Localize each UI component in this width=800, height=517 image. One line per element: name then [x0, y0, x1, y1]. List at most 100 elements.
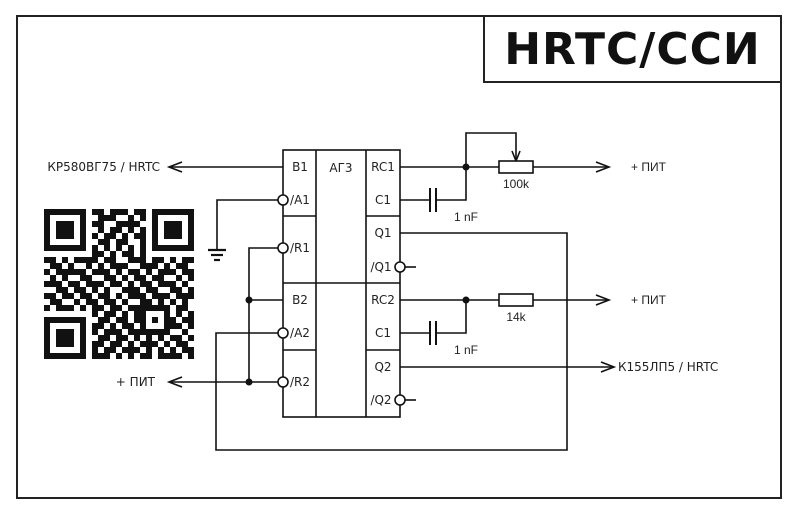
wire-a1-ground [208, 194, 289, 262]
qr-module [128, 353, 134, 359]
qr-module [98, 293, 104, 299]
qr-module [116, 335, 122, 341]
qr-module [176, 227, 182, 233]
label-pot-100k: 100k [503, 177, 530, 191]
qr-module [116, 293, 122, 299]
qr-module [176, 341, 182, 347]
qr-module [188, 227, 194, 233]
qr-module [188, 275, 194, 281]
qr-module [128, 281, 134, 287]
qr-module [182, 257, 188, 263]
qr-module [182, 263, 188, 269]
qr-module [134, 233, 140, 239]
qr-module [128, 257, 134, 263]
qr-module [98, 323, 104, 329]
qr-module [92, 233, 98, 239]
qr-module [140, 317, 146, 323]
qr-module [128, 305, 134, 311]
qr-module [110, 329, 116, 335]
qr-module [110, 341, 116, 347]
qr-module [152, 293, 158, 299]
label-r2-supply: + ПИТ [116, 375, 156, 389]
qr-module [176, 233, 182, 239]
qr-module [56, 233, 62, 239]
qr-module [98, 353, 104, 359]
qr-module [50, 299, 56, 305]
qr-module [92, 347, 98, 353]
qr-module [44, 329, 50, 335]
qr-module [170, 245, 176, 251]
qr-module [104, 311, 110, 317]
pin-rc1: RC1 [371, 160, 395, 174]
qr-module [98, 209, 104, 215]
qr-module [74, 245, 80, 251]
qr-module [56, 305, 62, 311]
qr-module [98, 335, 104, 341]
qr-module [152, 275, 158, 281]
qr-module [62, 305, 68, 311]
qr-module [152, 305, 158, 311]
qr-module [62, 209, 68, 215]
qr-module [116, 209, 122, 215]
qr-module [98, 221, 104, 227]
qr-module [140, 299, 146, 305]
qr-module [188, 269, 194, 275]
qr-module [74, 257, 80, 263]
qr-module [140, 251, 146, 257]
qr-module [80, 257, 86, 263]
qr-module [176, 323, 182, 329]
qr-module [128, 251, 134, 257]
qr-module [104, 275, 110, 281]
qr-module [140, 323, 146, 329]
qr-module [62, 329, 68, 335]
qr-module [164, 227, 170, 233]
qr-module [80, 215, 86, 221]
qr-module [86, 263, 92, 269]
pin-rc2: RC2 [371, 293, 395, 307]
qr-module [158, 281, 164, 287]
qr-module [116, 263, 122, 269]
qr-module [98, 281, 104, 287]
qr-module [62, 317, 68, 323]
qr-module [68, 341, 74, 347]
qr-module [164, 269, 170, 275]
qr-module [56, 335, 62, 341]
qr-module [44, 209, 50, 215]
pin-nq1: /Q1 [370, 260, 391, 274]
qr-module [140, 305, 146, 311]
qr-module [44, 335, 50, 341]
qr-module [122, 233, 128, 239]
qr-module [104, 269, 110, 275]
qr-module [176, 311, 182, 317]
qr-module [74, 281, 80, 287]
qr-module [170, 281, 176, 287]
qr-module [92, 251, 98, 257]
qr-module [140, 209, 146, 215]
qr-module [92, 287, 98, 293]
chip-name: АГ3 [329, 161, 352, 175]
qr-module [110, 257, 116, 263]
qr-module [110, 281, 116, 287]
wire-q2-output [400, 361, 617, 373]
qr-module [92, 281, 98, 287]
pin-b2: B2 [292, 293, 308, 307]
qr-module [134, 329, 140, 335]
qr-module [50, 257, 56, 263]
qr-module [170, 221, 176, 227]
qr-module [182, 299, 188, 305]
qr-module [68, 263, 74, 269]
qr-module [104, 245, 110, 251]
qr-module [164, 317, 170, 323]
qr-module [110, 275, 116, 281]
qr-module [158, 353, 164, 359]
qr-module [152, 239, 158, 245]
qr-module [128, 287, 134, 293]
qr-module [140, 341, 146, 347]
qr-module [164, 209, 170, 215]
pin-c1-top: C1 [375, 193, 391, 207]
qr-module [152, 317, 158, 323]
qr-module [56, 281, 62, 287]
qr-module [170, 233, 176, 239]
pin-b1: B1 [292, 160, 308, 174]
